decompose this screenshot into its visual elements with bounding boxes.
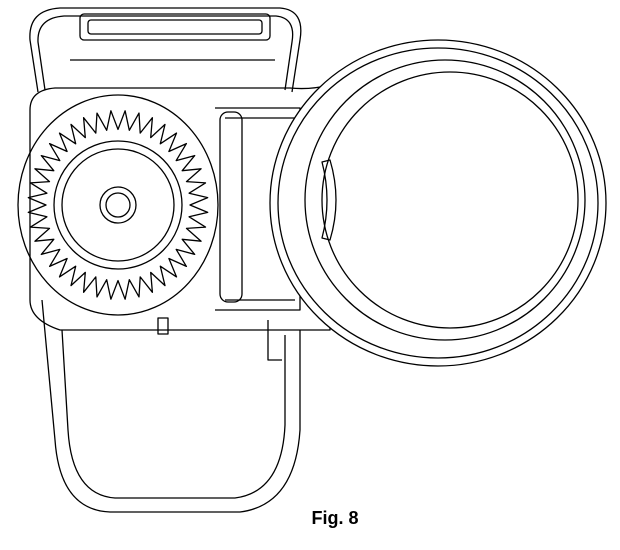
gear-teeth bbox=[27, 110, 209, 300]
gear-wheel bbox=[17, 94, 219, 316]
lens-ring bbox=[269, 39, 607, 367]
figure-caption: Fig. 8 bbox=[311, 508, 359, 528]
top-clip bbox=[29, 7, 302, 93]
bottom-clip bbox=[41, 299, 301, 513]
